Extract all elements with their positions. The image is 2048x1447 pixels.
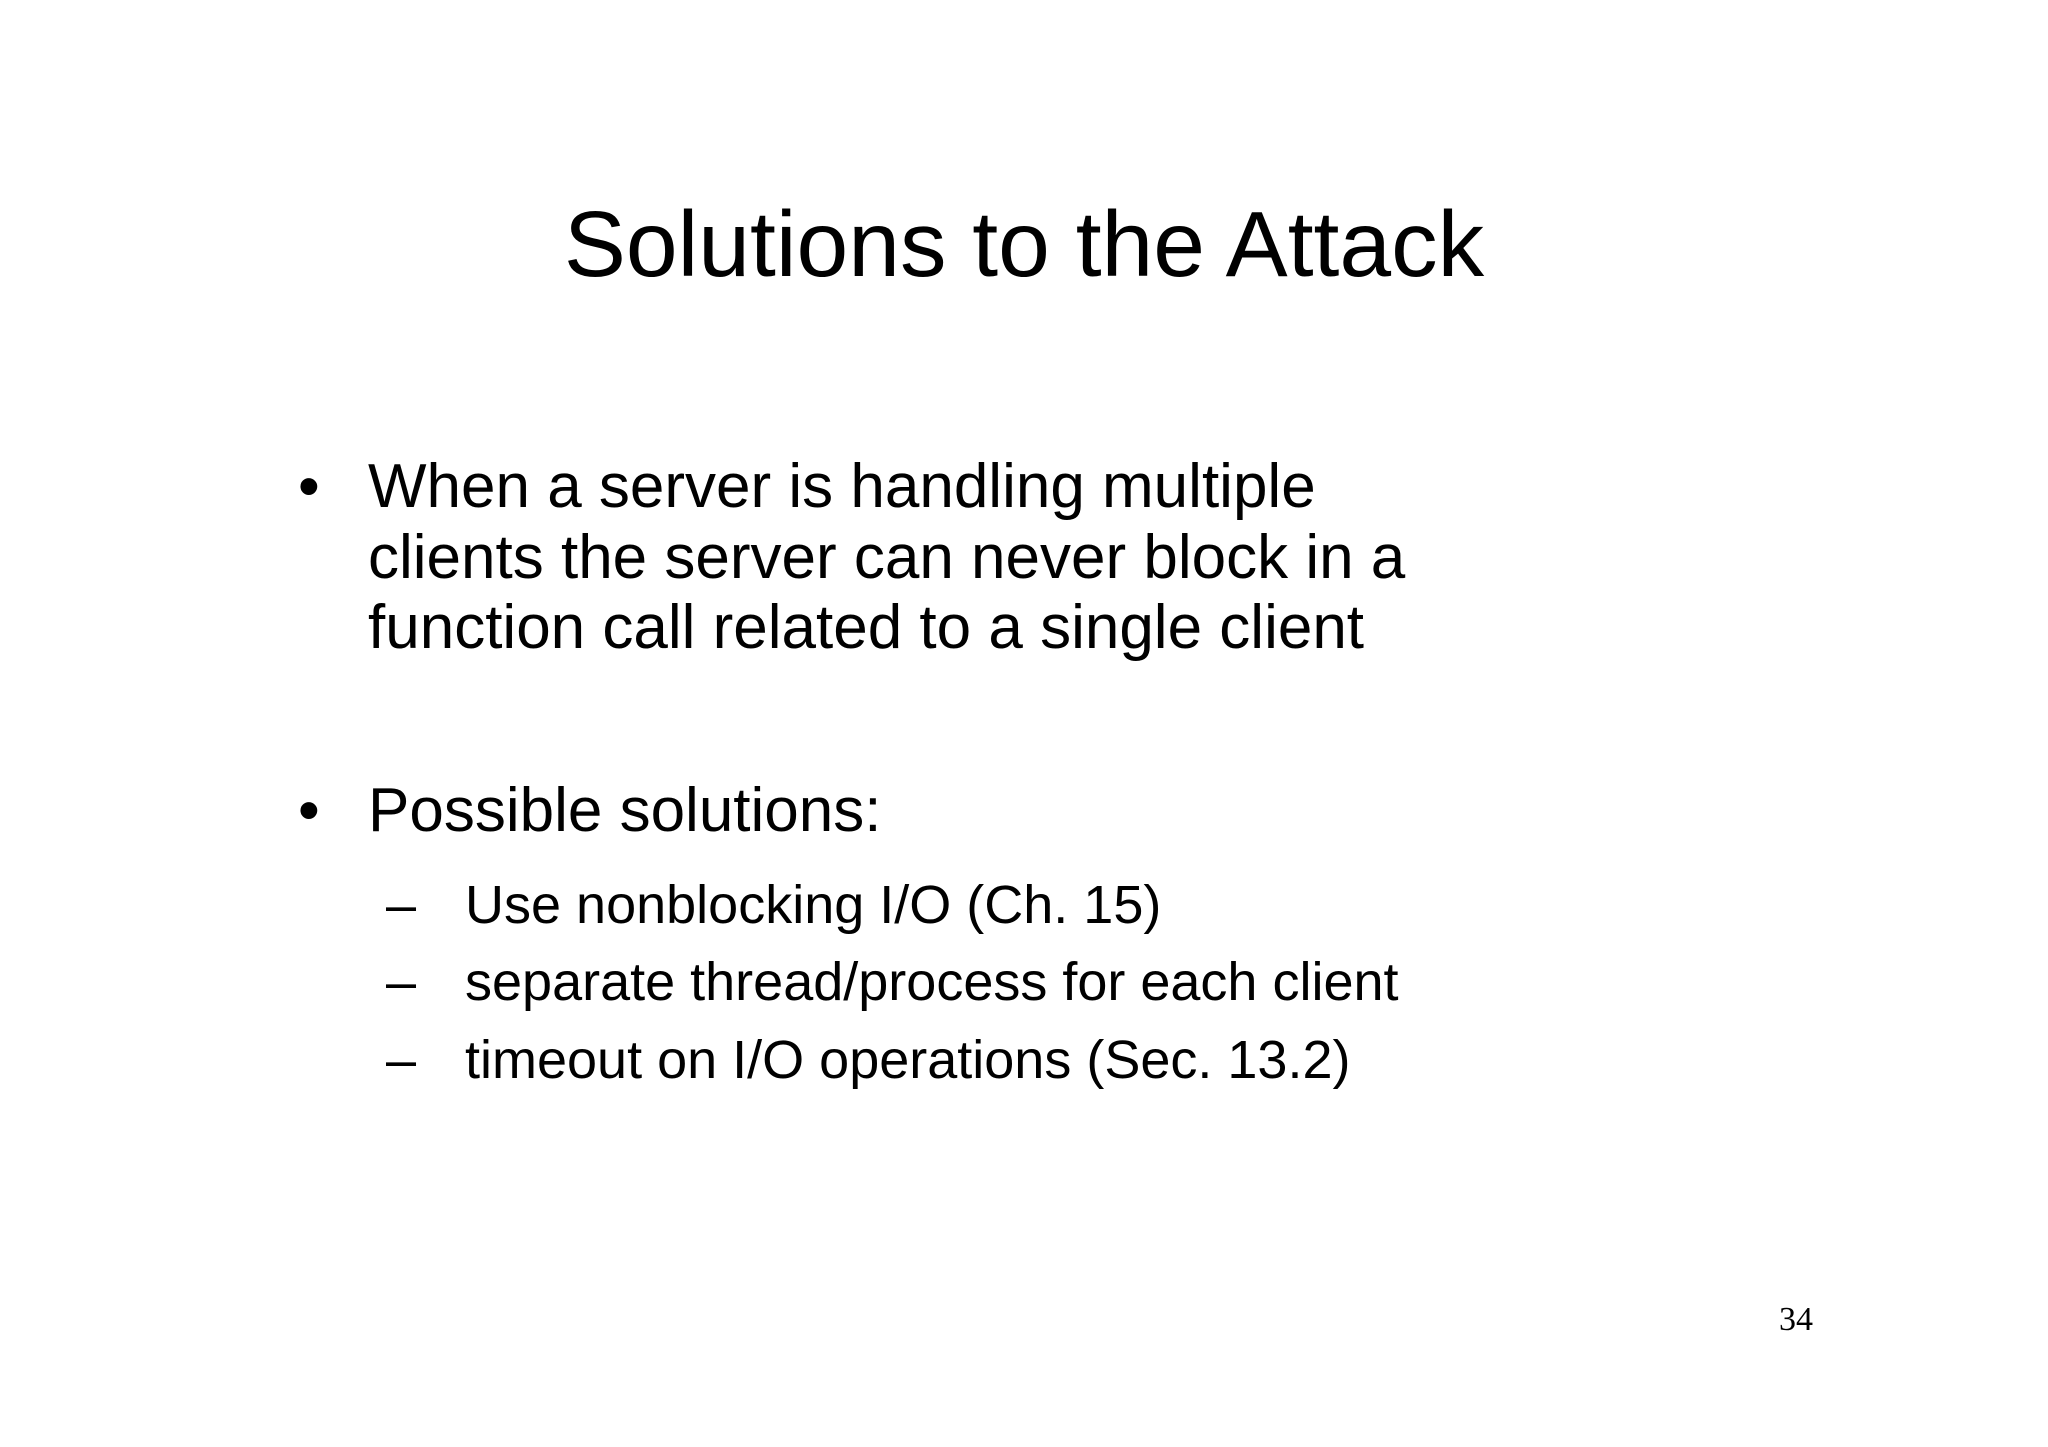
dash-marker-icon: – <box>386 874 417 935</box>
sub-bullet-item: – separate thread/process for each clien… <box>290 952 1710 1014</box>
bullet-line: Possible solutions: <box>368 776 882 846</box>
bullet-line: When a server is handling multiple <box>368 452 1316 521</box>
sub-bullet-label: separate thread/process for each client <box>465 952 1399 1013</box>
dash-marker-icon: – <box>386 952 417 1013</box>
bullet-item: • Possible solutions: <box>290 776 1710 847</box>
sub-bullet-item: – timeout on I/O operations (Sec. 13.2) <box>290 1030 1710 1092</box>
bullet-item: • When a server is handling multiple cli… <box>290 452 1710 664</box>
page-title: Solutions to the Attack <box>563 192 1485 296</box>
sub-bullet-list: – Use nonblocking I/O (Ch. 15) – separat… <box>290 875 1710 1092</box>
bullet-marker-icon: • <box>298 776 320 846</box>
bullet-line: function call related to a single client <box>368 593 1365 663</box>
bullet-line: clients the server can never block in a <box>368 522 1406 592</box>
slide-body: • When a server is handling multiple cli… <box>290 452 1710 1107</box>
sub-bullet-label: timeout on I/O operations (Sec. 13.2) <box>465 1029 1351 1090</box>
sub-bullet-item: – Use nonblocking I/O (Ch. 15) <box>290 875 1710 937</box>
bullet-spacer <box>290 664 1710 776</box>
sub-bullet-label: Use nonblocking I/O (Ch. 15) <box>465 874 1162 935</box>
page-number: 34 <box>1779 1301 1813 1338</box>
dash-marker-icon: – <box>386 1029 417 1090</box>
bullet-marker-icon: • <box>298 452 320 521</box>
